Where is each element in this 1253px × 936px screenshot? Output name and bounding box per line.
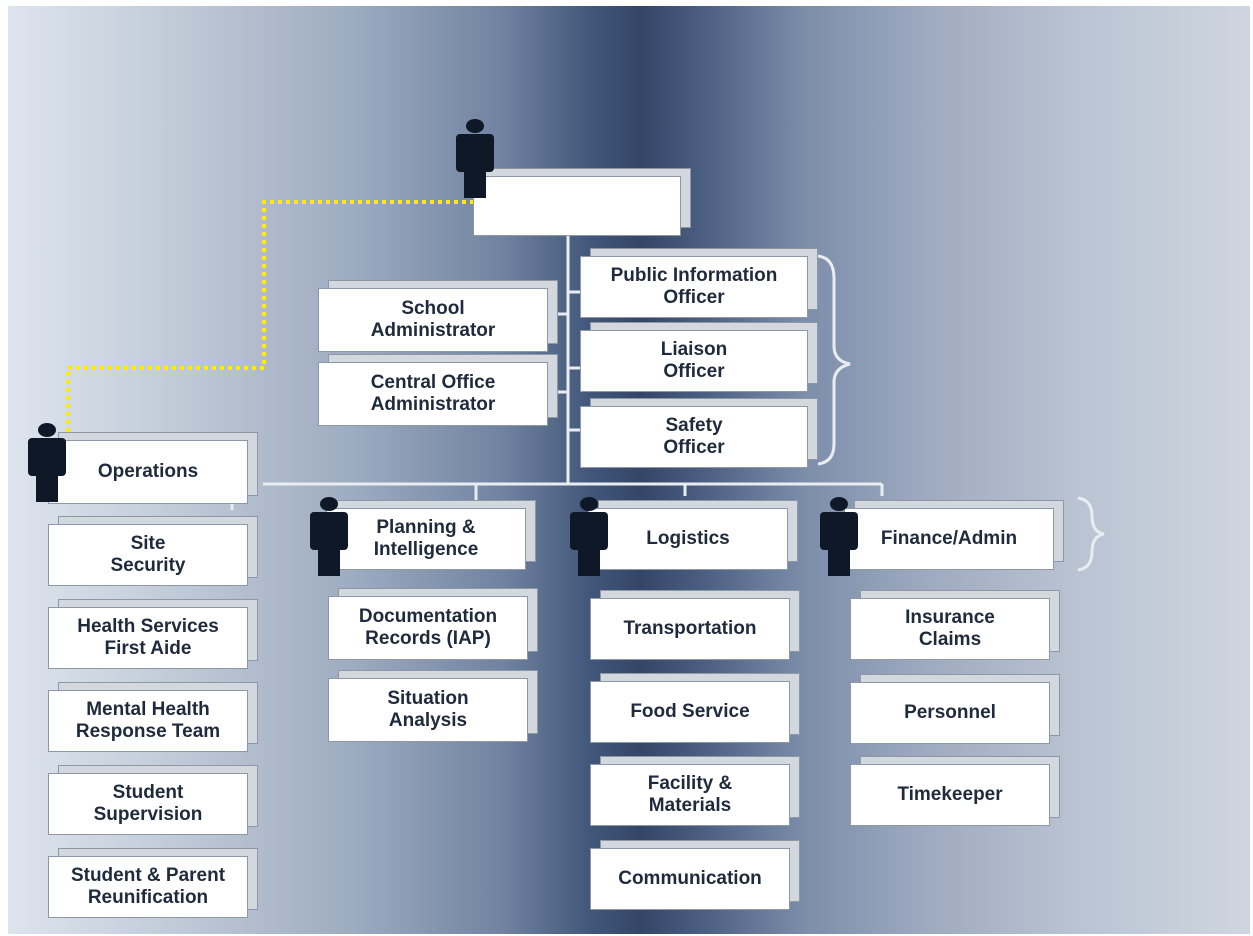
incident-commander-box	[473, 176, 681, 236]
reunification-box: Student & Parent Reunification	[48, 856, 248, 918]
situation-analysis-box: Situation Analysis	[328, 678, 528, 742]
operations-section-box: Operations	[48, 440, 248, 504]
student-supervision-box: Student Supervision	[48, 773, 248, 835]
dotted-link-line	[66, 200, 474, 458]
logistics-label: Logistics	[646, 528, 730, 549]
unit-label: Insurance Claims	[905, 607, 995, 650]
liaison-officer-box: Liaison Officer	[580, 330, 808, 392]
food-service-box: Food Service	[590, 681, 790, 743]
public-information-officer-label: Public Information Officer	[610, 265, 778, 308]
finance-admin-section-box: Finance/Admin	[844, 508, 1054, 570]
health-services-box: Health Services First Aide	[48, 607, 248, 669]
unit-label: Documentation Records (IAP)	[358, 606, 498, 649]
unit-label: Health Services First Aide	[77, 616, 219, 659]
unit-label: Student Supervision	[93, 782, 203, 825]
mental-health-box: Mental Health Response Team	[48, 690, 248, 752]
logistics-section-box: Logistics	[588, 508, 788, 570]
timekeeper-box: Timekeeper	[850, 764, 1050, 826]
org-chart-canvas: School Administrator Central Office Admi…	[8, 6, 1250, 934]
central-office-administrator-box: Central Office Administrator	[318, 362, 548, 426]
planning-intelligence-section-box: Planning & Intelligence	[326, 508, 526, 570]
connector-lines	[66, 200, 1105, 572]
safety-officer-box: Safety Officer	[580, 406, 808, 468]
unit-label: Food Service	[630, 701, 750, 722]
unit-label: Timekeeper	[897, 784, 1003, 805]
person-icon	[28, 423, 66, 502]
safety-officer-label: Safety Officer	[663, 415, 725, 458]
unit-label: Student & Parent Reunification	[70, 865, 226, 908]
school-administrator-label: School Administrator	[370, 298, 496, 341]
unit-label: Communication	[618, 868, 762, 889]
public-information-officer-box: Public Information Officer	[580, 256, 808, 318]
school-administrator-box: School Administrator	[318, 288, 548, 352]
unit-label: Transportation	[623, 618, 757, 639]
communication-box: Communication	[590, 848, 790, 910]
facility-materials-box: Facility & Materials	[590, 764, 790, 826]
finance-admin-label: Finance/Admin	[880, 528, 1018, 549]
operations-label: Operations	[97, 461, 199, 482]
unit-label: Mental Health Response Team	[75, 699, 221, 742]
person-icon	[310, 497, 348, 576]
person-icon	[456, 119, 494, 198]
transportation-box: Transportation	[590, 598, 790, 660]
planning-intelligence-label: Planning & Intelligence	[373, 517, 479, 560]
person-icon	[820, 497, 858, 576]
unit-label: Situation Analysis	[387, 688, 469, 731]
unit-label: Personnel	[904, 702, 996, 723]
central-office-administrator-label: Central Office Administrator	[370, 372, 496, 415]
unit-label: Facility & Materials	[647, 773, 733, 816]
site-security-box: Site Security	[48, 524, 248, 586]
insurance-claims-box: Insurance Claims	[850, 598, 1050, 660]
personnel-box: Personnel	[850, 682, 1050, 744]
documentation-records-box: Documentation Records (IAP)	[328, 596, 528, 660]
liaison-officer-label: Liaison Officer	[660, 339, 728, 382]
unit-label: Site Security	[110, 533, 186, 576]
person-icon	[570, 497, 608, 576]
